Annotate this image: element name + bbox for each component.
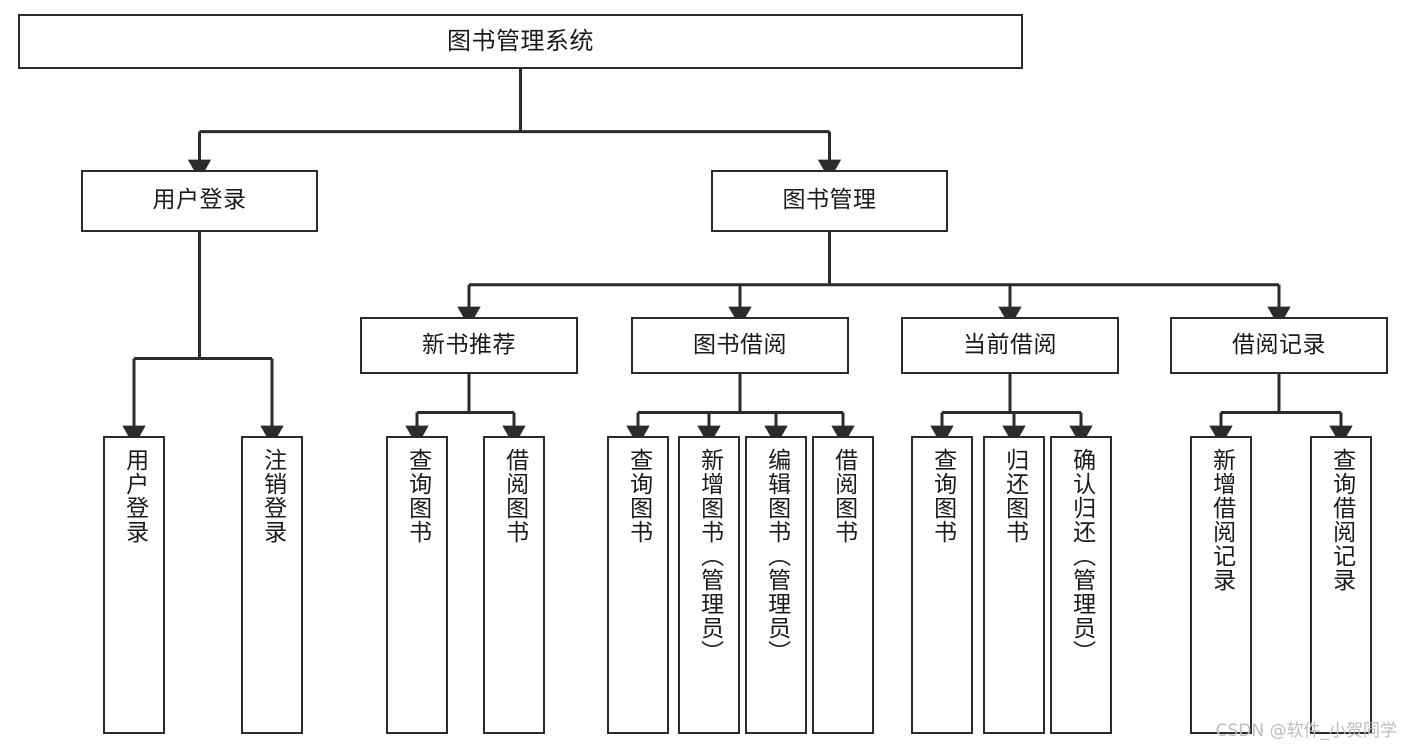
node-book-manage[interactable]: 图书管理 <box>711 170 948 232</box>
node-borrow-record-label: 借阅记录 <box>1232 331 1326 358</box>
node-new-book-rec[interactable]: 新书推荐 <box>360 317 578 374</box>
node-leaf-return-book[interactable]: 归还图书 <box>983 436 1045 734</box>
node-leaf-add-record-label: 新增借阅记录 <box>1208 448 1235 592</box>
node-leaf-query-book-rec-label: 查询图书 <box>404 448 431 544</box>
node-leaf-edit-book-label: 编辑图书（管理员） <box>763 448 790 664</box>
node-leaf-query-book[interactable]: 查询图书 <box>607 436 669 734</box>
node-leaf-borrow-book-rec[interactable]: 借阅图书 <box>483 436 545 734</box>
node-leaf-user-login-label: 用户登录 <box>121 448 148 544</box>
node-leaf-return-book-label: 归还图书 <box>1001 448 1028 544</box>
node-leaf-logout[interactable]: 注销登录 <box>241 436 303 734</box>
node-root[interactable]: 图书管理系统 <box>18 14 1023 69</box>
node-leaf-query-record-label: 查询借阅记录 <box>1328 448 1355 592</box>
node-leaf-borrow-book-label: 借阅图书 <box>830 448 857 544</box>
node-current-borrow[interactable]: 当前借阅 <box>901 317 1119 374</box>
node-user-login[interactable]: 用户登录 <box>81 170 318 232</box>
node-leaf-query-book-label: 查询图书 <box>625 448 652 544</box>
node-leaf-add-book-label: 新增图书（管理员） <box>696 448 723 664</box>
node-borrow-record[interactable]: 借阅记录 <box>1170 317 1388 374</box>
node-leaf-borrow-book-rec-label: 借阅图书 <box>501 448 528 544</box>
node-leaf-borrow-book[interactable]: 借阅图书 <box>812 436 874 734</box>
node-root-label: 图书管理系统 <box>447 27 594 56</box>
node-leaf-user-login[interactable]: 用户登录 <box>103 436 165 734</box>
node-current-borrow-label: 当前借阅 <box>963 331 1057 358</box>
node-leaf-query-book-rec[interactable]: 查询图书 <box>386 436 448 734</box>
node-book-borrow[interactable]: 图书借阅 <box>631 317 849 374</box>
node-leaf-query-record[interactable]: 查询借阅记录 <box>1310 436 1372 734</box>
node-leaf-confirm-return[interactable]: 确认归还（管理员） <box>1050 436 1112 734</box>
node-leaf-add-record[interactable]: 新增借阅记录 <box>1190 436 1252 734</box>
node-leaf-query-book-cur[interactable]: 查询图书 <box>911 436 973 734</box>
node-leaf-logout-label: 注销登录 <box>259 448 286 544</box>
node-book-manage-label: 图书管理 <box>782 187 877 214</box>
node-leaf-edit-book[interactable]: 编辑图书（管理员） <box>745 436 807 734</box>
node-user-login-label: 用户登录 <box>152 187 247 214</box>
node-new-book-rec-label: 新书推荐 <box>422 331 516 358</box>
node-leaf-add-book[interactable]: 新增图书（管理员） <box>678 436 740 734</box>
node-leaf-confirm-return-label: 确认归还（管理员） <box>1068 448 1095 664</box>
node-leaf-query-book-cur-label: 查询图书 <box>929 448 956 544</box>
node-book-borrow-label: 图书借阅 <box>693 331 787 358</box>
